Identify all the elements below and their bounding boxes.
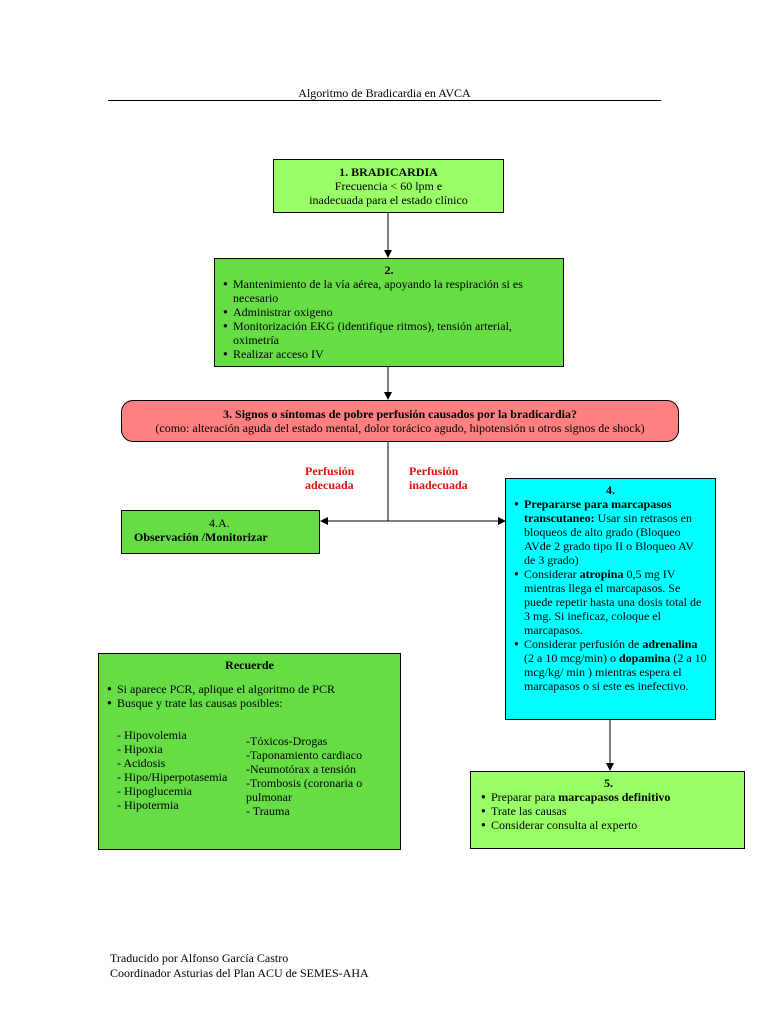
cause-item: - Trauma bbox=[246, 804, 290, 818]
causes-left-column: - Hipovolemia - Hipoxia - Acidosis - Hip… bbox=[117, 728, 227, 812]
branch-label-inadequate: Perfusión inadecuada bbox=[409, 464, 468, 492]
box-5-item: Preparar para marcapasos definitivo bbox=[481, 790, 736, 804]
cause-item: - Acidosis bbox=[117, 756, 166, 770]
recuerde-item: Si aparece PCR, aplique el algoritmo de … bbox=[107, 682, 392, 696]
box-2-item: Mantenimiento de la vía aérea, apoyando … bbox=[223, 277, 555, 305]
cause-item: - Hipovolemia bbox=[117, 728, 187, 742]
box-3-perfusion-question: 3. Signos o síntomas de pobre perfusión … bbox=[121, 400, 679, 442]
footer-line-2: Coordinador Asturias del Plan ACU de SEM… bbox=[110, 966, 369, 980]
cause-item: -Tóxicos-Drogas bbox=[246, 734, 328, 748]
cause-item: -Neumotórax a tensión bbox=[246, 762, 356, 776]
cause-item: - Hipoxia bbox=[117, 742, 163, 756]
box-4-item-infusion: Considerar perfusión de adrenalina (2 a … bbox=[514, 637, 707, 693]
box-5-number: 5. bbox=[604, 776, 613, 790]
branch-label-adequate: Perfusión adecuada bbox=[305, 464, 355, 492]
box-1-line-2: inadecuada para el estado clínico bbox=[309, 193, 468, 207]
box-2-number: 2. bbox=[384, 263, 394, 277]
box-1-line-1: Frecuencia < 60 lpm e bbox=[334, 179, 443, 193]
box-5-item: Considerar consulta al experto bbox=[481, 818, 736, 832]
cause-item: -Taponamiento cardiaco bbox=[246, 748, 363, 762]
causes-right-column: -Tóxicos-Drogas -Taponamiento cardiaco -… bbox=[246, 734, 362, 818]
cause-item: - Hipo/Hiperpotasemia bbox=[117, 770, 228, 784]
cause-item: -Trombosis (coronaria o bbox=[246, 776, 363, 790]
box-recuerde: Recuerde Si aparece PCR, aplique el algo… bbox=[98, 653, 401, 850]
box-4-number: 4. bbox=[606, 483, 615, 497]
box-5-item: Trate las causas bbox=[481, 804, 736, 818]
box-4-list: Prepararse para marcapasos transcutaneo:… bbox=[514, 497, 707, 693]
cause-item: pulmonar bbox=[246, 790, 292, 804]
box-2-list: Mantenimiento de la vía aérea, apoyando … bbox=[223, 277, 555, 361]
box-4a-label: Observación /Monitorizar bbox=[134, 530, 268, 544]
header-divider bbox=[108, 100, 661, 101]
recuerde-item: Busque y trate las causas posibles: bbox=[107, 696, 392, 710]
box-1-title: 1. BRADICARDIA bbox=[339, 165, 438, 179]
cause-item: - Hipoglucemia bbox=[117, 784, 192, 798]
box-5-list: Preparar para marcapasos definitivo Trat… bbox=[481, 790, 736, 832]
box-4-item-atropine: Considerar atropina 0,5 mg IV mientras l… bbox=[514, 567, 707, 637]
box-2-item: Administrar oxigeno bbox=[223, 305, 555, 319]
box-4-inadequate-perfusion: 4. Prepararse para marcapasos transcutan… bbox=[505, 478, 716, 720]
box-4-item-pacing: Prepararse para marcapasos transcutaneo:… bbox=[514, 497, 707, 567]
box-1-bradicardia: 1. BRADICARDIA Frecuencia < 60 lpm e ina… bbox=[273, 159, 504, 213]
box-2-item: Realizar acceso IV bbox=[223, 347, 555, 361]
box-5-definitive-pacing: 5. Preparar para marcapasos definitivo T… bbox=[470, 771, 745, 849]
box-2-initial-measures: 2. Mantenimiento de la vía aérea, apoyan… bbox=[214, 258, 564, 367]
box-3-subtitle: (como: alteración aguda del estado menta… bbox=[155, 421, 645, 435]
box-4a-observation: 4.A. Observación /Monitorizar bbox=[121, 510, 320, 554]
recuerde-list: Si aparece PCR, aplique el algoritmo de … bbox=[107, 682, 392, 710]
recuerde-title: Recuerde bbox=[225, 658, 274, 672]
footer-line-1: Traducido por Alfonso García Castro bbox=[110, 951, 289, 965]
cause-item: - Hipotermia bbox=[117, 798, 179, 812]
page-title: Algoritmo de Bradicardia en AVCA bbox=[298, 86, 471, 100]
box-4a-number: 4.A. bbox=[209, 516, 230, 530]
box-3-title: 3. Signos o síntomas de pobre perfusión … bbox=[223, 407, 577, 421]
box-2-item: Monitorización EKG (identifique ritmos),… bbox=[223, 319, 555, 347]
footer-credit: Traducido por Alfonso García Castro Coor… bbox=[110, 951, 369, 981]
